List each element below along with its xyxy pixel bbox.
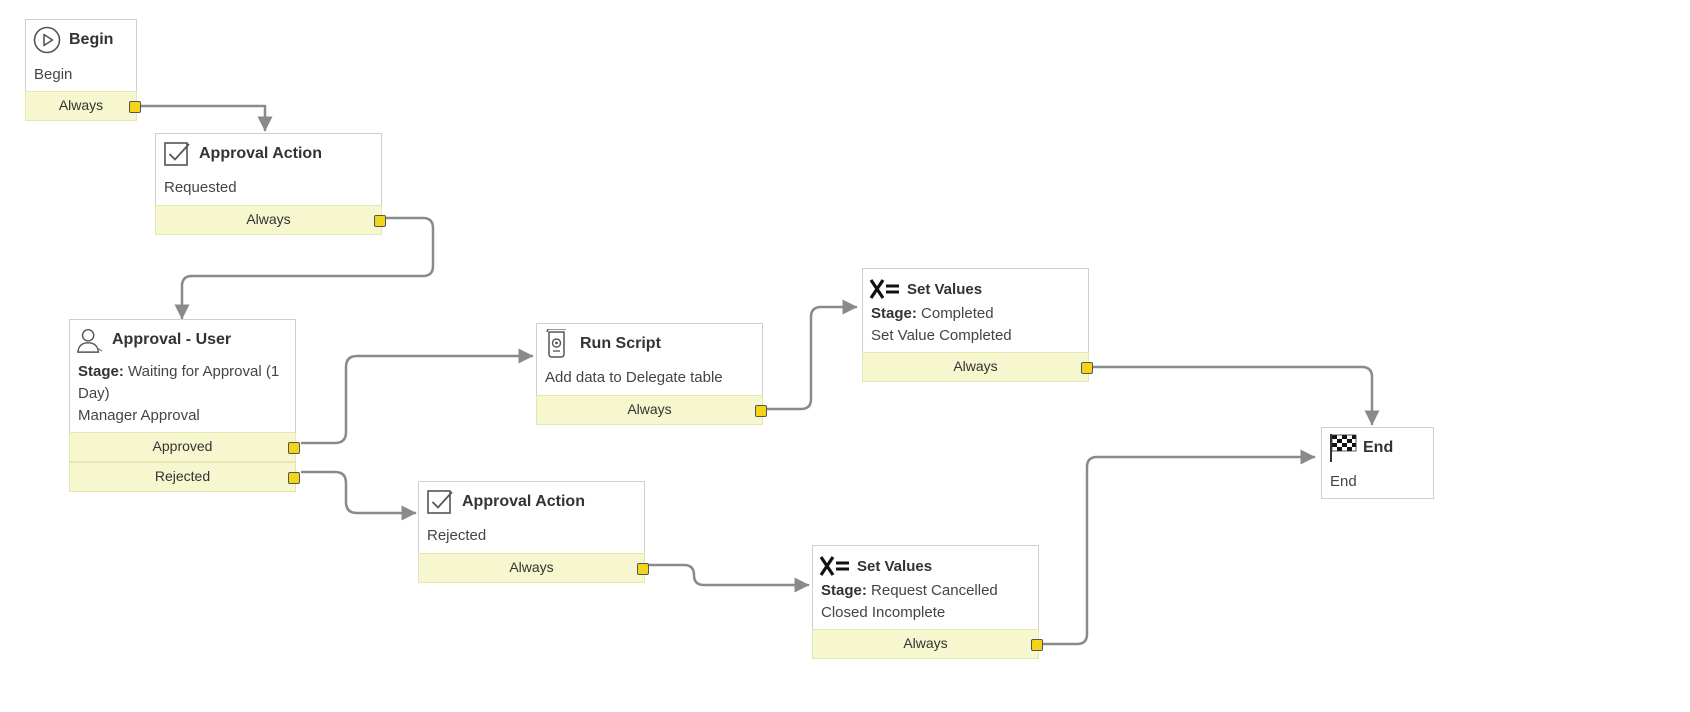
node-description: End: [1330, 473, 1357, 490]
transition-approval-action-rejected-to-set-values: [646, 563, 810, 593]
transition-set-values-to-end: [1080, 365, 1380, 426]
description-line: Closed Incomplete: [821, 604, 946, 621]
stage-label: Stage:: [871, 305, 917, 322]
node-description: Add data to Delegate table: [545, 369, 723, 386]
node-title: Approval - User: [112, 331, 232, 348]
node-description: Requested: [164, 179, 237, 196]
checkered-flag-icon: [1329, 434, 1357, 462]
node-title: Approval Action: [462, 493, 585, 510]
transition-begin-to-approval-action: [139, 104, 273, 132]
output-port[interactable]: [374, 215, 386, 227]
node-description: Stage: Waiting for Approval (1 Day) Mana…: [78, 361, 288, 427]
stage-label: Stage:: [78, 363, 124, 380]
checkbox-icon: [426, 488, 454, 516]
node-description: Rejected: [427, 527, 487, 544]
node-set-values-body[interactable]: Set Values Stage: Request Cancelled Clos…: [812, 545, 1039, 630]
condition-rejected[interactable]: Rejected: [69, 462, 300, 492]
node-begin[interactable]: Begin Begin Always: [25, 19, 141, 121]
transition-set-values-cancelled-to-end: [1034, 449, 1316, 646]
stage-value: Request Cancelled: [871, 582, 998, 599]
output-port[interactable]: [637, 563, 649, 575]
output-port[interactable]: [288, 442, 300, 454]
condition-always[interactable]: Always: [155, 205, 386, 235]
condition-approved[interactable]: Approved: [69, 432, 300, 462]
output-port[interactable]: [1031, 639, 1043, 651]
condition-always[interactable]: Always: [418, 553, 649, 583]
stage-value: Completed: [921, 305, 994, 322]
checkbox-icon: [163, 140, 191, 168]
stage-value: Waiting for Approval (1 Day): [78, 363, 280, 402]
output-port[interactable]: [1081, 362, 1093, 374]
node-run-script[interactable]: Run Script Add data to Delegate table Al…: [536, 323, 767, 425]
node-approval-action-rejected[interactable]: Approval Action Rejected Always: [418, 481, 649, 583]
output-port[interactable]: [755, 405, 767, 417]
node-end[interactable]: End End: [1321, 427, 1434, 499]
condition-label: Rejected: [154, 468, 211, 484]
node-title: Set Values: [857, 557, 933, 575]
stage-label: Stage:: [821, 582, 867, 599]
node-approval-action-body[interactable]: Approval Action Rejected: [418, 481, 645, 554]
condition-label: Always: [953, 358, 998, 374]
x-equals-icon: [819, 552, 851, 580]
node-approval-user[interactable]: Approval - User Stage: Waiting for Appro…: [69, 319, 300, 492]
node-description: Begin: [34, 66, 73, 83]
node-approval-action-body[interactable]: Approval Action Requested: [155, 133, 382, 206]
condition-label: Always: [509, 559, 554, 575]
x-equals-icon: [869, 275, 901, 303]
condition-label: Approved: [152, 438, 213, 454]
node-title: Run Script: [580, 335, 661, 352]
condition-always[interactable]: Always: [25, 91, 141, 121]
node-approval-action-requested[interactable]: Approval Action Requested Always: [155, 133, 386, 235]
condition-always[interactable]: Always: [812, 629, 1043, 659]
condition-label: Always: [627, 401, 672, 417]
transition-run-script-to-set-values: [758, 299, 858, 411]
description-line: Set Value Completed: [871, 327, 1012, 344]
node-end-body[interactable]: End End: [1321, 427, 1434, 499]
node-title: End: [1363, 439, 1394, 456]
description-line: Manager Approval: [78, 407, 200, 424]
node-set-values-completed[interactable]: Set Values Stage: Completed Set Value Co…: [862, 268, 1093, 382]
node-approval-user-body[interactable]: Approval - User Stage: Waiting for Appro…: [69, 319, 296, 433]
condition-label: Always: [903, 635, 948, 651]
node-title: Approval Action: [199, 145, 322, 162]
script-scroll-icon: [544, 329, 572, 358]
node-title: Set Values: [907, 280, 983, 298]
play-circle-icon: [33, 26, 61, 54]
condition-label: Always: [246, 211, 291, 227]
output-port[interactable]: [129, 101, 141, 113]
output-port[interactable]: [288, 472, 300, 484]
transition-rejected-to-approval-action: [300, 470, 417, 521]
node-description: Stage: Request Cancelled Closed Incomple…: [821, 580, 998, 624]
transition-approved-to-run-script: [300, 348, 534, 445]
node-set-values-cancelled[interactable]: Set Values Stage: Request Cancelled Clos…: [812, 545, 1043, 659]
user-icon: [76, 326, 104, 354]
node-description: Stage: Completed Set Value Completed: [871, 303, 1012, 347]
node-run-script-body[interactable]: Run Script Add data to Delegate table: [536, 323, 763, 396]
condition-label: Always: [58, 97, 104, 113]
node-begin-body[interactable]: Begin Begin: [25, 19, 137, 92]
node-title: Begin: [69, 31, 114, 48]
node-set-values-body[interactable]: Set Values Stage: Completed Set Value Co…: [862, 268, 1089, 353]
condition-always[interactable]: Always: [536, 395, 767, 425]
condition-always[interactable]: Always: [862, 352, 1093, 382]
